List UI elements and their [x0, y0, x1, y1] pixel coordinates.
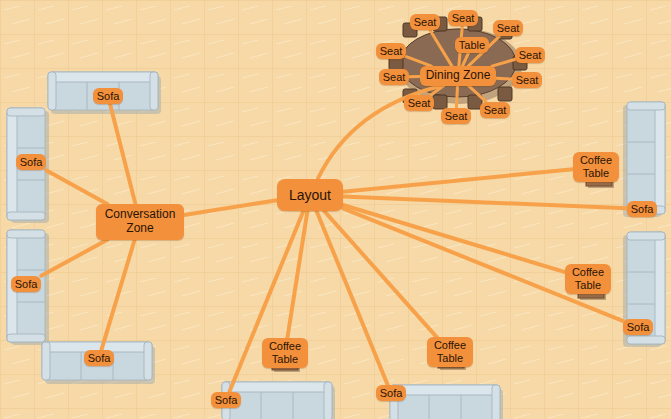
node-label: Seat	[519, 49, 542, 62]
node-label: Conversation Zone	[102, 208, 178, 236]
table-box: Table	[455, 37, 489, 54]
node-label: Seat	[408, 97, 431, 110]
connector-line	[492, 59, 515, 66]
node-label: Seat	[414, 16, 437, 29]
node-label: Sofa	[380, 387, 403, 400]
connector-line	[469, 86, 486, 102]
node-label: Sofa	[15, 278, 38, 291]
connector-line	[456, 86, 457, 108]
seat-box: Seat	[379, 69, 410, 86]
node-label: Seat	[516, 74, 539, 87]
connector-line	[462, 53, 468, 66]
connector-line	[102, 240, 135, 350]
seat-box: Seat	[441, 108, 472, 125]
node-label: Seat	[452, 12, 475, 25]
zone-box: Conversation Zone	[96, 204, 184, 240]
sofa-box: Sofa	[623, 319, 654, 336]
coffee-table-box: Coffee Table	[427, 337, 473, 366]
sofa-box: Sofa	[627, 201, 658, 218]
root-box: Layout	[277, 179, 343, 211]
seat-box: Seat	[493, 20, 524, 37]
node-label: Coffee Table	[266, 340, 304, 365]
node-label: Sofa	[215, 394, 238, 407]
node-label: Coffee Table	[431, 339, 469, 364]
sofa-box: Sofa	[11, 276, 42, 293]
connector-line	[406, 57, 431, 66]
sofa-box: Sofa	[93, 88, 124, 105]
seat-box: Seat	[404, 95, 435, 112]
node-label: Sofa	[631, 203, 654, 216]
node-label: Coffee Table	[569, 266, 607, 291]
connector-line	[110, 104, 135, 204]
node-label: Sofa	[627, 321, 650, 334]
seat-box: Seat	[512, 72, 543, 89]
sofa-box: Sofa	[16, 154, 47, 171]
seat-box: Seat	[480, 102, 511, 119]
node-label: Sofa	[88, 352, 111, 365]
connector-line	[41, 240, 107, 276]
node-label: Coffee Table	[577, 154, 615, 179]
node-label: Table	[459, 39, 485, 52]
node-label: Seat	[445, 110, 468, 123]
coffee-table-box: Coffee Table	[573, 152, 619, 181]
coffee-table-box: Coffee Table	[262, 338, 308, 367]
coffee-table-box: Coffee Table	[565, 264, 611, 293]
seat-box: Seat	[515, 47, 546, 64]
node-label: Layout	[289, 187, 331, 203]
connector-line	[430, 30, 452, 66]
seat-box: Seat	[410, 14, 441, 31]
connector-line	[343, 208, 623, 321]
seat-box: Seat	[376, 43, 407, 60]
connector-line	[46, 170, 108, 204]
connector-line	[409, 75, 419, 78]
node-label: Seat	[380, 45, 403, 58]
seat-box: Seat	[448, 10, 479, 27]
connector-line	[317, 211, 388, 385]
sofa-box: Sofa	[84, 350, 115, 367]
node-label: Seat	[383, 71, 406, 84]
connector-line	[496, 77, 511, 81]
connector-line	[343, 205, 565, 272]
connector-line	[343, 196, 627, 208]
node-label: Seat	[484, 104, 507, 117]
sofa-box: Sofa	[376, 385, 407, 402]
connector-line	[343, 169, 573, 192]
node-label: Seat	[497, 22, 520, 35]
sofa-box: Sofa	[211, 392, 242, 409]
node-label: Sofa	[20, 156, 43, 169]
connector-line	[318, 86, 441, 179]
node-label: Sofa	[97, 90, 120, 103]
node-label: Dining Zone	[426, 69, 491, 83]
connector-line	[184, 200, 277, 215]
zone-box: Dining Zone	[420, 66, 497, 86]
